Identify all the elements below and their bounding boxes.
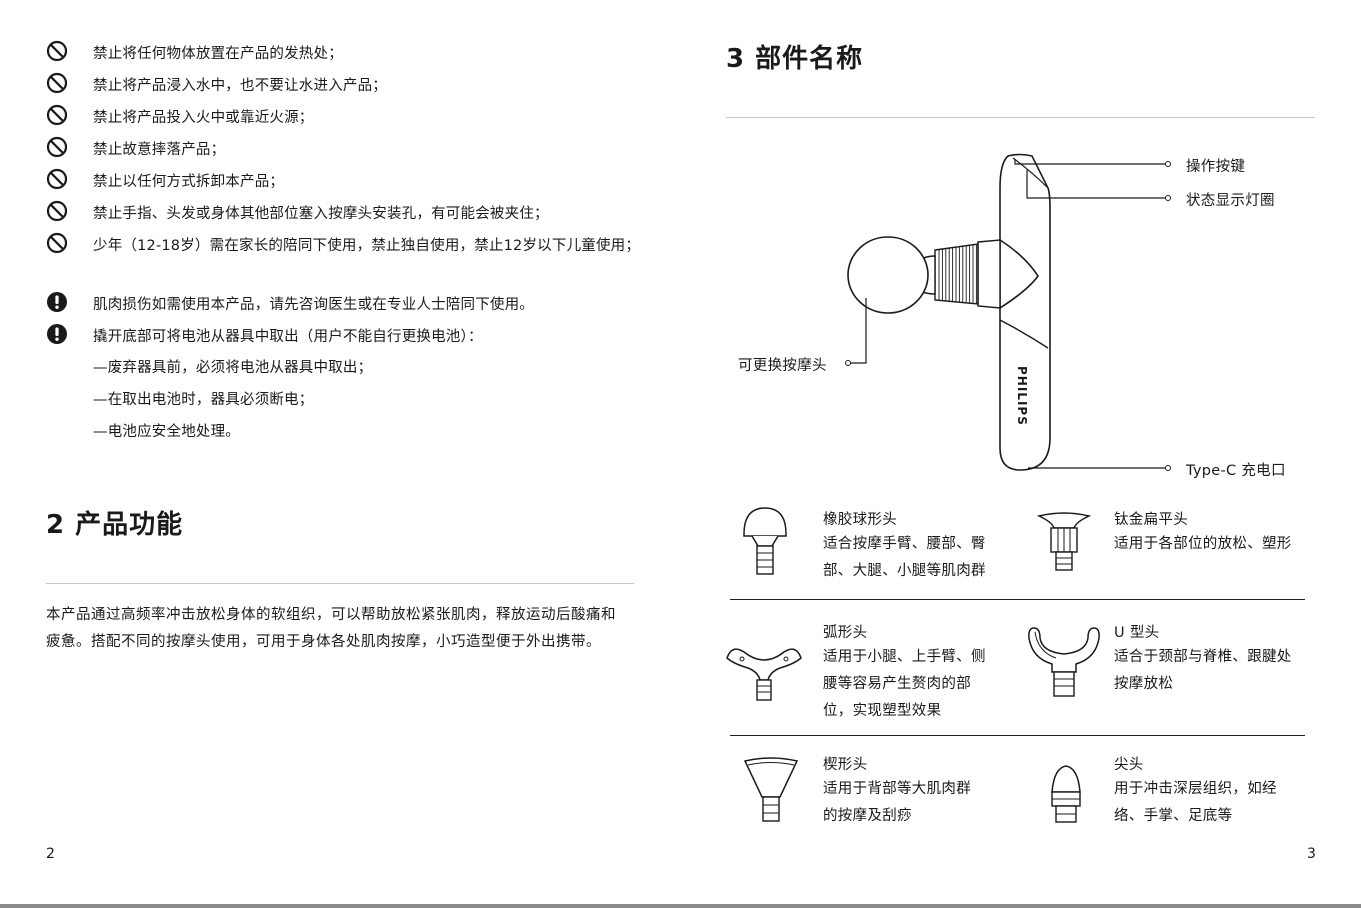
prohibited-icon (46, 136, 68, 158)
status-ring (1012, 157, 1049, 189)
warning-text: 禁止将任何物体放置在产品的发热处； (93, 46, 343, 62)
warning-text: 禁止手指、头发或身体其他部位塞入按摩头安装孔，有可能会被夹住； (93, 206, 549, 222)
head-desc: 用于冲击深层组织，如经络、手掌、足底等 (1114, 781, 1277, 824)
battery-note: —废弃器具前，必须将电池从器具中取出； (93, 360, 373, 376)
head-name: 橡胶球形头 (823, 512, 897, 528)
warning-text: 禁止以任何方式拆卸本产品； (93, 174, 285, 190)
device-body (999, 153, 1051, 471)
callout-line-ring (1026, 170, 1166, 199)
bullet-head-icon (1051, 765, 1081, 823)
warning-text: 禁止故意摔落产品； (93, 142, 226, 158)
warning-icon (46, 291, 68, 313)
callout-line-head (850, 298, 867, 364)
battery-note: —电池应安全地处理。 (93, 424, 240, 440)
wedge-head-icon (743, 757, 799, 822)
head-desc: 适合于颈部与脊椎、跟腱处按摩放松 (1114, 649, 1292, 692)
head-name: U 型头 (1114, 625, 1160, 641)
row-divider (730, 735, 1305, 736)
warning-text: 禁止将产品投入火中或靠近火源； (93, 110, 314, 126)
head-name: 弧形头 (823, 625, 868, 641)
row-divider (730, 599, 1305, 600)
section-title: 3 部件名称 (726, 44, 864, 74)
callout-ring: 状态显示灯圈 (1186, 193, 1275, 209)
head-name: 钛金扁平头 (1114, 512, 1188, 528)
device-nose (999, 239, 1039, 309)
prohibited-icon (46, 200, 68, 222)
right-page: 3 部件名称 PHILIPS 操作按键 状态显示灯圈 可更换按摩头 (680, 0, 1361, 900)
divider (46, 583, 634, 584)
body-text: 本产品通过高频率冲击放松身体的软组织，可以帮助放松紧张肌肉，释放运动后酸痛和疲惫… (46, 607, 616, 650)
arc-head-icon (726, 648, 802, 701)
ball-head-icon (743, 507, 787, 575)
battery-note: —在取出电池时，器具必须断电； (93, 392, 314, 408)
page-number: 3 (1307, 846, 1316, 862)
warning-icon (46, 323, 68, 345)
section-title: 2 产品功能 (46, 510, 184, 540)
head-desc: 适合按摩手臂、腰部、臀部、大腿、小腿等肌肉群 (823, 536, 986, 579)
head-name: 楔形头 (823, 757, 868, 773)
left-page: 禁止将任何物体放置在产品的发热处； 禁止将产品浸入水中，也不要让水进入产品； 禁止将… (0, 0, 680, 900)
page-number: 2 (46, 846, 55, 862)
threaded-neck (934, 243, 979, 305)
warning-text: 肌肉损伤如需使用本产品，请先咨询医生或在专业人士陪同下使用。 (93, 297, 534, 313)
massage-gun-diagram: PHILIPS (845, 153, 1171, 471)
bottom-border (0, 904, 1361, 908)
ball-head (847, 236, 929, 314)
flat-head-icon (1036, 512, 1092, 571)
thread-lines (938, 244, 977, 305)
prohibited-icon (46, 168, 68, 190)
u-head-icon (1028, 627, 1100, 697)
callout-head: 可更换按摩头 (738, 358, 827, 374)
warning-text: 少年（12-18岁）需在家长的陪同下使用，禁止独自使用，禁止12岁以下儿童使用； (93, 238, 641, 254)
warning-text: 禁止将产品浸入水中，也不要让水进入产品； (93, 78, 387, 94)
prohibited-icon (46, 72, 68, 94)
device-lower-curve (999, 319, 1049, 349)
brand-logo: PHILIPS (1015, 366, 1029, 426)
head-desc: 适用于各部位的放松、塑形 (1114, 536, 1292, 552)
device-collar (977, 239, 1001, 309)
prohibited-icon (46, 104, 68, 126)
prohibited-icon (46, 40, 68, 62)
head-desc: 适用于背部等大肌肉群的按摩及刮痧 (823, 781, 971, 824)
head-name: 尖头 (1114, 757, 1144, 773)
divider (726, 117, 1315, 118)
head-desc: 适用于小腿、上手臂、侧腰等容易产生赘肉的部位，实现塑型效果 (823, 649, 986, 719)
callout-port: Type-C 充电口 (1186, 463, 1286, 479)
prohibited-icon (46, 232, 68, 254)
callout-line-button (1014, 159, 1166, 165)
warning-text: 撬开底部可将电池从器具中取出（用户不能自行更换电池）： (93, 329, 483, 345)
callout-button: 操作按键 (1186, 159, 1246, 175)
